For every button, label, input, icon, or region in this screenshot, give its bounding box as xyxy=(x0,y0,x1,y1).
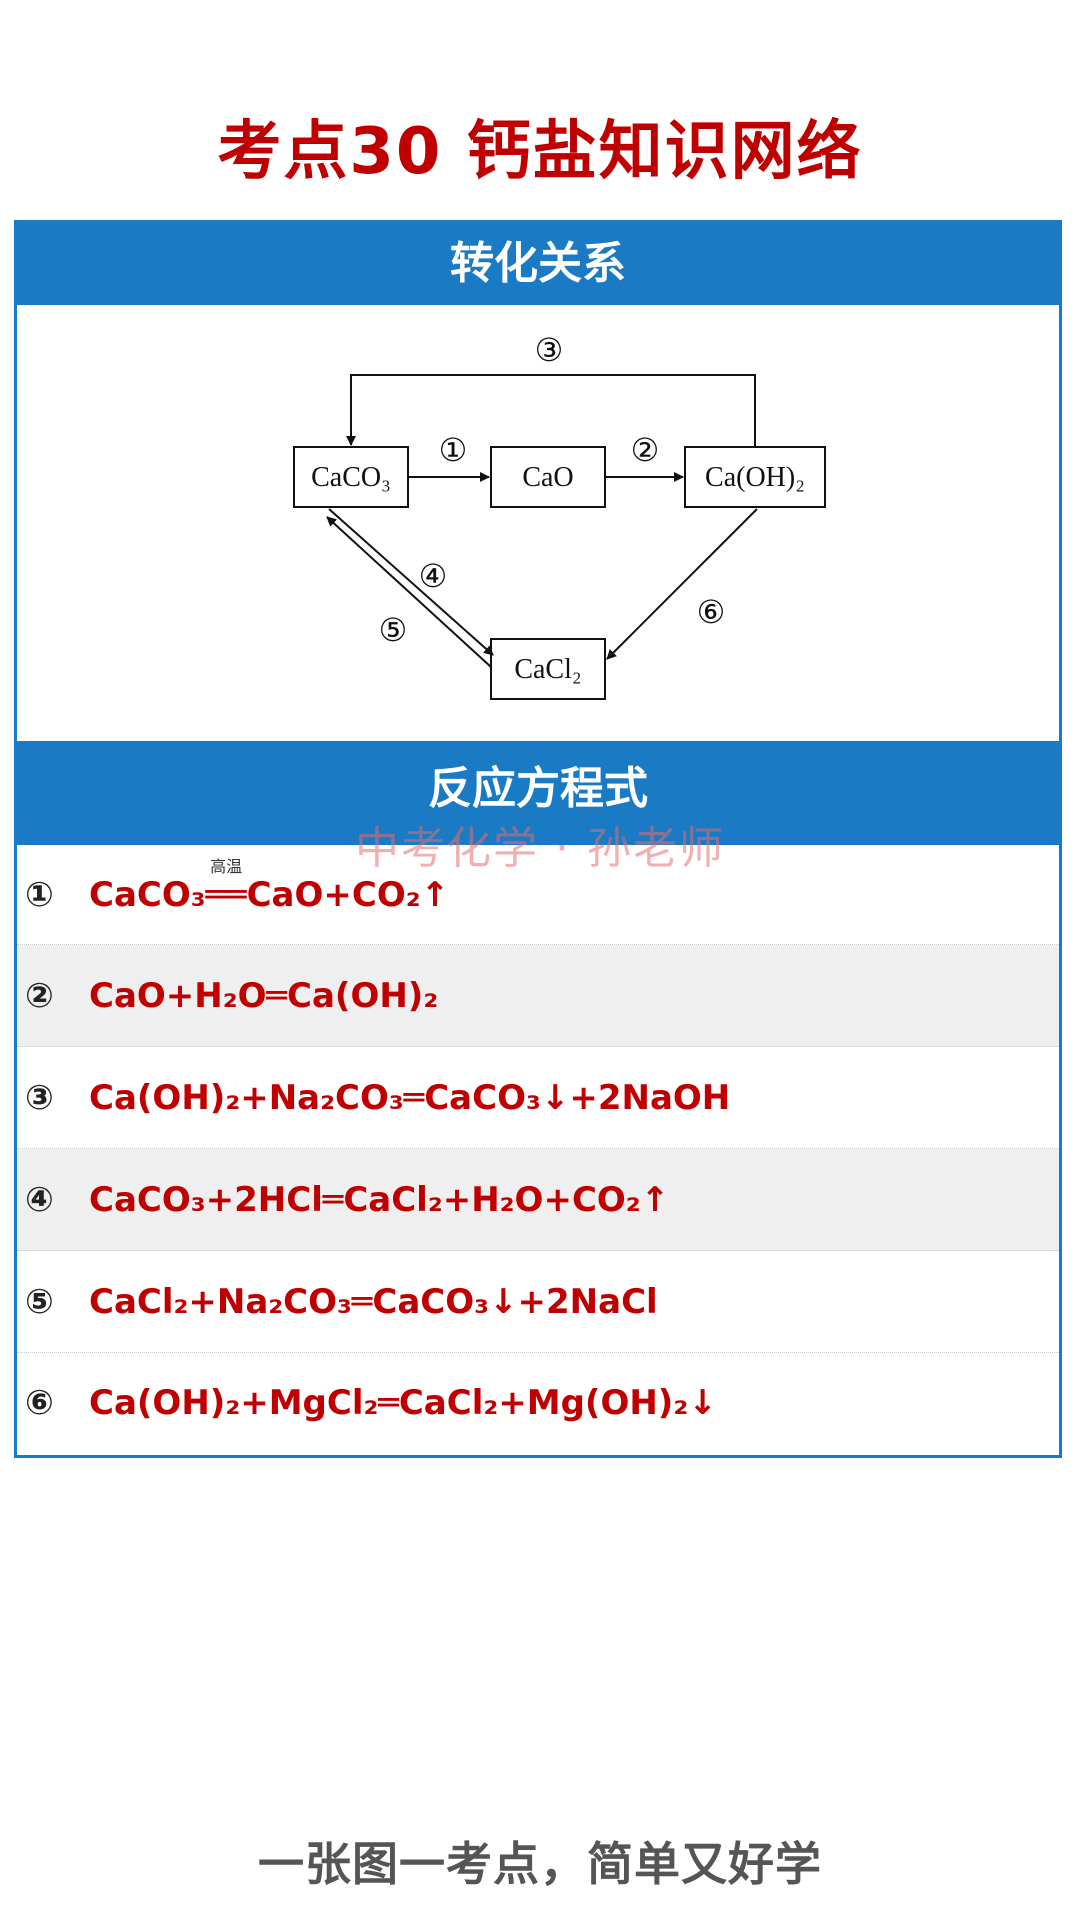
node-cacl2-box xyxy=(490,638,606,700)
equation-row: ⑥ Ca(OH)₂+MgCl₂═CaCl₂+Mg(OH)₂↓ xyxy=(17,1353,1059,1453)
page-title: 考点30 钙盐知识网络 xyxy=(217,115,863,189)
equation-number: ④ xyxy=(25,1179,54,1220)
label-2: ② xyxy=(631,432,660,468)
node-cacl2: CaCl₂ xyxy=(514,654,581,685)
equation-row: ⑤ CaCl₂+Na₂CO₃═CaCO₃↓+2NaCl xyxy=(17,1251,1059,1353)
arrow-6 xyxy=(606,508,758,660)
node-caco3: CaCO₃ xyxy=(311,462,391,493)
equation-part: CaO+CO₂↑ xyxy=(246,874,450,915)
equation-number: ① xyxy=(25,874,54,915)
label-1: ① xyxy=(439,432,468,468)
node-caoh2: Ca(OH)₂ xyxy=(705,462,805,493)
reaction-condition: 高温══ xyxy=(206,857,247,915)
equation-row: ③ Ca(OH)₂+Na₂CO₃═CaCO₃↓+2NaOH xyxy=(17,1047,1059,1149)
equation-number: ⑥ xyxy=(25,1383,54,1423)
label-5: ⑤ xyxy=(379,612,408,648)
equation-text: CaO+H₂O═Ca(OH)₂ xyxy=(89,975,439,1016)
section-heading-transform: 转化关系 xyxy=(17,223,1059,305)
equation-row: ② CaO+H₂O═Ca(OH)₂ xyxy=(17,945,1059,1047)
equation-text: CaCO₃+2HCl═CaCl₂+H₂O+CO₂↑ xyxy=(89,1179,670,1220)
footer-slogan: 一张图一考点，简单又好学 xyxy=(258,1837,822,1891)
section-heading-equations: 反应方程式 xyxy=(17,741,1059,845)
equation-number: ② xyxy=(25,975,54,1016)
arrow-5 xyxy=(326,516,492,668)
conversion-diagram: CaCO₃ CaO Ca(OH)₂ CaCl₂ ③ ① ② ④ ⑤ ⑥ xyxy=(293,332,826,700)
equation-part: CaCO₃ xyxy=(89,874,206,915)
knowledge-card: 转化关系 CaCO₃ CaO Ca(OH)₂ CaCl₂ ③ ① ② ④ ⑤ ⑥… xyxy=(14,220,1062,1458)
condition-label: 高温 xyxy=(210,856,243,876)
equation-text: Ca(OH)₂+Na₂CO₃═CaCO₃↓+2NaOH xyxy=(89,1077,731,1118)
label-4: ④ xyxy=(419,558,448,594)
equation-number: ③ xyxy=(25,1077,54,1118)
equation-text: Ca(OH)₂+MgCl₂═CaCl₂+Mg(OH)₂↓ xyxy=(89,1383,717,1423)
arrow-3 xyxy=(346,374,756,447)
node-cao: CaO xyxy=(522,462,573,493)
equation-number: ⑤ xyxy=(25,1281,54,1322)
label-3: ③ xyxy=(535,332,564,368)
equation-row: ④ CaCO₃+2HCl═CaCl₂+H₂O+CO₂↑ xyxy=(17,1149,1059,1251)
watermark: 中考化学 · 孙老师 xyxy=(355,823,725,874)
label-6: ⑥ xyxy=(697,594,726,630)
arrow-4 xyxy=(328,508,494,656)
equation-text: CaCl₂+Na₂CO₃═CaCO₃↓+2NaCl xyxy=(89,1281,658,1322)
